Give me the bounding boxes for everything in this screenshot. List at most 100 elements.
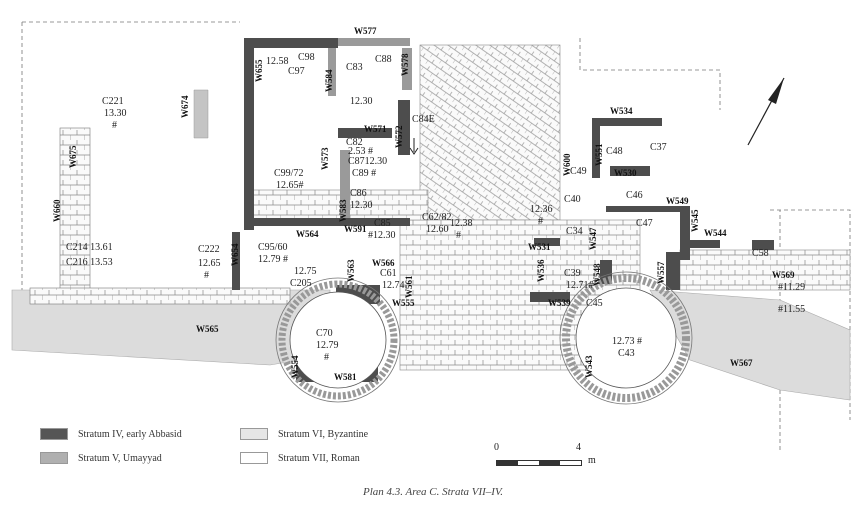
plan-label-c221: C221	[102, 96, 124, 107]
plan-label-c43: C43	[618, 348, 635, 359]
arrow-icon	[409, 138, 419, 155]
stone-pavement-center	[419, 44, 561, 221]
plan-label-w660: W660	[52, 199, 62, 222]
scale-end: 4	[576, 442, 581, 453]
swatch-stratum-iv	[40, 428, 68, 440]
plan-label-e1279: 12.79	[316, 340, 339, 351]
north-arrow-icon	[747, 77, 785, 146]
plan-label-w543: W543	[584, 355, 594, 378]
plan-label-c95: C95/60	[258, 242, 287, 253]
scale-bar: 0 4 m	[494, 442, 614, 472]
plan-label-w531: W531	[528, 242, 551, 252]
plan-label-c98: C98	[298, 52, 315, 63]
plan-label-c221-hash: #	[112, 120, 117, 131]
excavation-boundary	[21, 21, 851, 450]
plan-label-e1230a: 12.30	[350, 96, 373, 107]
plan-label-c222-hash: #	[204, 270, 209, 281]
plan-label-w583: W583	[338, 199, 348, 222]
plan-label-e1271: 12.71#	[566, 280, 594, 291]
plan-label-e1275: 12.75	[294, 266, 317, 277]
legend-item-stratum-vii: Stratum VII, Roman	[240, 452, 360, 464]
plan-label-e1238: 12.38	[450, 218, 473, 229]
legend: Stratum IV, early Abbasid Stratum V, Uma…	[40, 428, 460, 468]
stone-band-north	[247, 189, 429, 221]
plan-label-w563: W563	[346, 259, 356, 282]
plan-label-w530: W530	[614, 168, 637, 178]
plan-label-w548: W548	[592, 263, 602, 286]
plan-label-c48: C48	[606, 146, 623, 157]
plan-label-hash3: #	[324, 352, 329, 363]
umayyad-walls	[328, 38, 412, 358]
legend-item-stratum-iv: Stratum IV, early Abbasid	[40, 428, 182, 440]
plan-label-w571: W571	[364, 124, 387, 134]
plan-label-c222-elev: 12.65	[198, 258, 221, 269]
plan-label-w555: W555	[392, 298, 415, 308]
plan-label-w577: W577	[354, 26, 377, 36]
plan-label-c86: C86	[350, 188, 367, 199]
plan-label-w536: W536	[536, 259, 546, 282]
scale-line	[496, 460, 582, 466]
plan-label-c45: C45	[586, 298, 603, 309]
plan-label-c95-elev: 12.79 #	[258, 254, 288, 265]
plan-label-w600: W600	[562, 153, 572, 176]
plan-label-c97: C97	[288, 66, 305, 77]
legend-item-stratum-v: Stratum V, Umayyad	[40, 452, 162, 464]
legend-label: Stratum VI, Byzantine	[278, 428, 369, 440]
swatch-stratum-vi	[240, 428, 268, 440]
plan-label-w564: W564	[296, 229, 319, 239]
plan-label-w549: W549	[666, 196, 689, 206]
plan-label-w572: W572	[394, 125, 404, 148]
plan-label-c88: C88	[375, 54, 392, 65]
plan-label-w534: W534	[610, 106, 633, 116]
plan-label-w655: W655	[254, 59, 264, 82]
plan-label-c49: C49	[570, 166, 587, 177]
plan-label-c85: C85	[374, 218, 391, 229]
plan-label-c87: C8712.30	[348, 156, 387, 167]
scale-start: 0	[494, 442, 499, 453]
plan-label-c82: C82	[346, 137, 363, 148]
legend-label: Stratum VII, Roman	[278, 452, 360, 464]
plan-label-w554: W554	[290, 355, 300, 378]
plan-label-c34: C34	[566, 226, 583, 237]
circular-structure-c43	[559, 271, 693, 405]
plan-label-w539: W539	[548, 298, 571, 308]
plan-label-w557: W557	[656, 261, 666, 284]
plan-label-c216: C216 13.53	[66, 257, 113, 268]
plan-label-hash1: #	[456, 230, 461, 241]
plan-label-c37: C37	[650, 142, 667, 153]
swatch-stratum-vii	[240, 452, 268, 464]
plan-label-c221-elev: 13.30	[104, 108, 127, 119]
plan-label-c99-elev: 12.65#	[276, 180, 304, 191]
swatch-stratum-v	[40, 452, 68, 464]
plan-label-w547: W547	[588, 227, 598, 250]
plan-label-e1260: 12.60	[426, 224, 449, 235]
plan-label-c205: C205	[290, 278, 312, 289]
plan-label-c62: C62/82	[422, 212, 451, 223]
plan-label-e1273: 12.73 #	[612, 336, 642, 347]
plan-label-hash2: #	[538, 216, 543, 227]
plan-label-w569: W569	[772, 270, 795, 280]
stone-band-west	[59, 127, 91, 299]
plan-label-w561: W561	[404, 275, 414, 298]
plan-label-c84e: C84E	[412, 114, 435, 125]
plan-label-w578: W578	[400, 53, 410, 76]
plan-label-c40: C40	[564, 194, 581, 205]
plan-label-e1129: #11.29	[778, 282, 805, 293]
stone-band-bottom	[29, 287, 291, 305]
plan-label-c83: C83	[346, 62, 363, 73]
plan-label-e1230b: 12.30	[350, 200, 373, 211]
umayyad-strip-w674	[193, 89, 209, 139]
plan-label-w544: W544	[704, 228, 727, 238]
plan-label-c39: C39	[564, 268, 581, 279]
plan-label-c89: C89 #	[352, 168, 376, 179]
plan-label-w674: W674	[180, 95, 190, 118]
plan-label-c58: C58	[752, 248, 769, 259]
plan-label-c47: C47	[636, 218, 653, 229]
circular-structure-c70	[275, 277, 401, 403]
figure-caption: Plan 4.3. Area C. Strata VII–IV.	[362, 486, 504, 498]
plan-label-w584: W584	[324, 69, 334, 92]
plan-label-e1258: 12.58	[266, 56, 289, 67]
plan-label-c99: C99/72	[274, 168, 303, 179]
scale-unit: m	[588, 455, 596, 466]
